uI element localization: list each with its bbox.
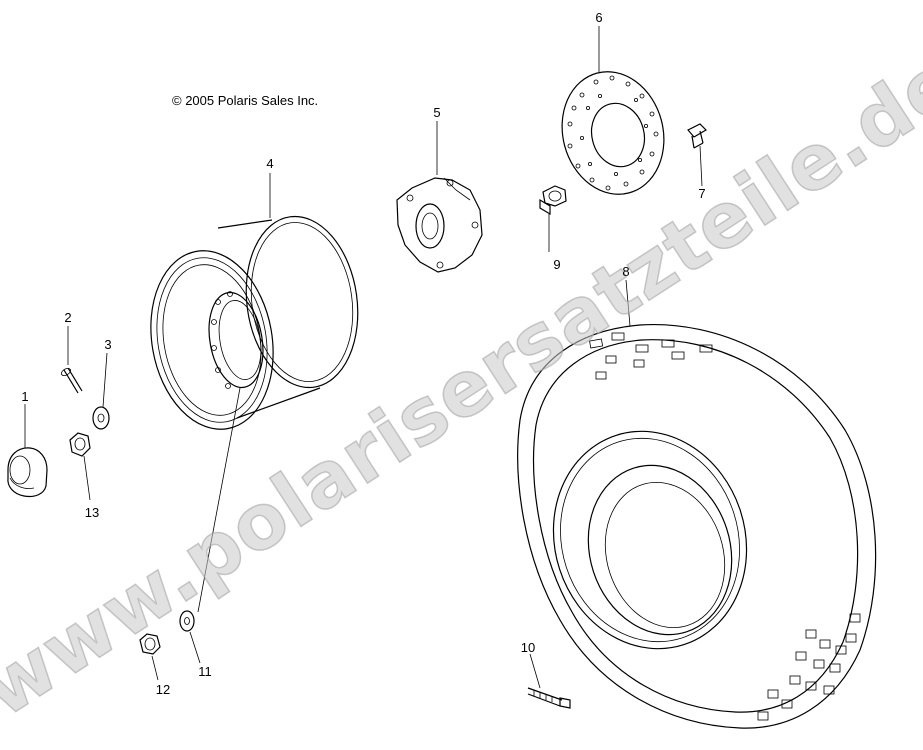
part-label-8: 8	[622, 264, 630, 279]
part-5-hub	[396, 177, 483, 273]
part-9-bolt	[539, 185, 567, 216]
part-label-3: 3	[104, 337, 112, 352]
part-label-4: 4	[266, 156, 274, 171]
part-label-7: 7	[698, 186, 706, 201]
part-6-brake-disc	[561, 71, 665, 195]
part-8-tire	[517, 323, 877, 729]
part-label-9: 9	[553, 257, 561, 272]
copyright-text: © 2005 Polaris Sales Inc.	[172, 93, 319, 108]
part-12-lug-nut	[139, 633, 161, 655]
part-3-washer	[92, 406, 110, 430]
part-4-wheel-rim	[150, 215, 359, 430]
part-label-13: 13	[84, 505, 100, 520]
part-13-nut	[69, 432, 91, 457]
part-label-6: 6	[595, 10, 603, 25]
part-label-12: 12	[155, 682, 171, 697]
part-7-bolt	[687, 123, 707, 149]
part-label-1: 1	[21, 389, 29, 404]
part-11-washer	[179, 610, 195, 632]
part-label-10: 10	[520, 640, 536, 655]
part-10-valve-stem	[527, 687, 571, 709]
part-label-5: 5	[433, 105, 441, 120]
part-label-2: 2	[64, 310, 72, 325]
part-2-cotter-pin	[61, 367, 83, 394]
part-label-11: 11	[198, 664, 212, 679]
part-1-hub-cap	[7, 447, 48, 498]
